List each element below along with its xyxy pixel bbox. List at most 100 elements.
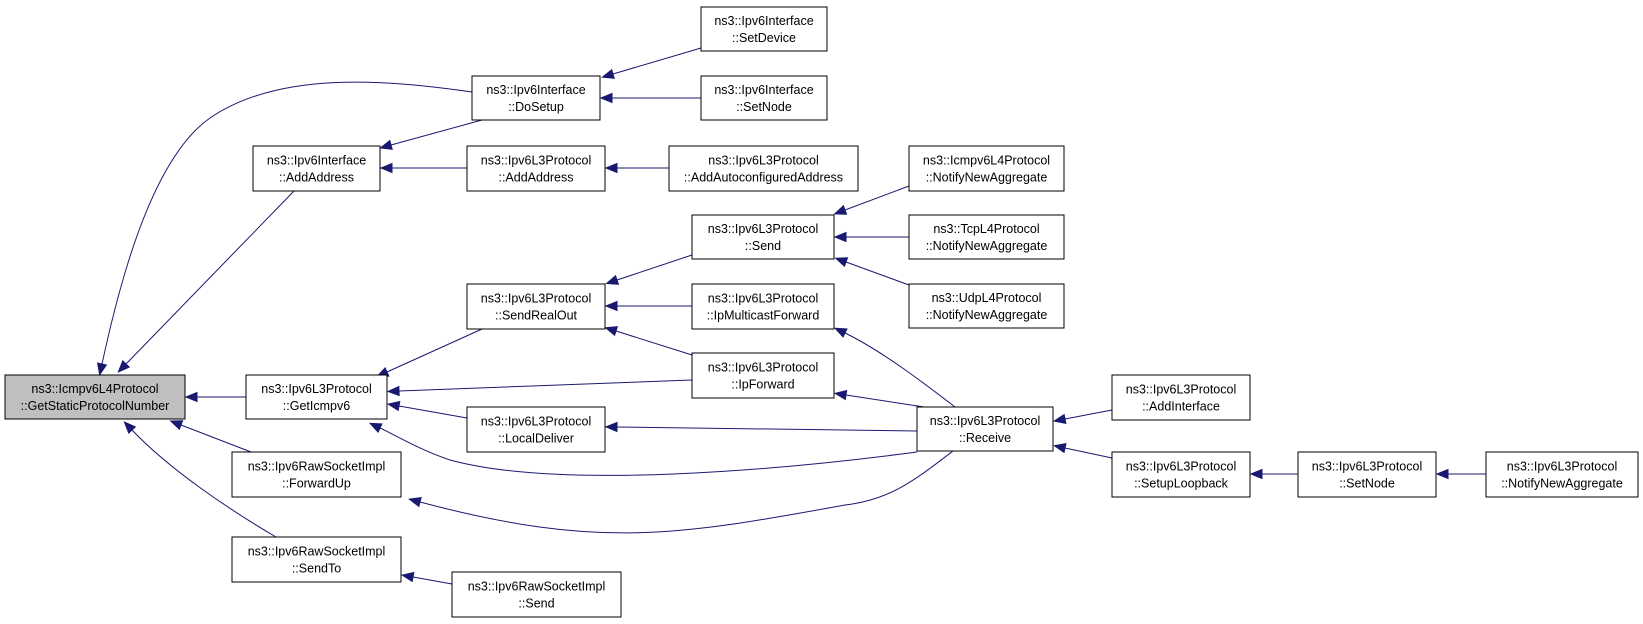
arrowhead-icon — [386, 400, 401, 412]
function-node[interactable]: ns3::Ipv6L3Protocol::Receive — [916, 406, 1054, 452]
arrowhead-icon — [386, 385, 400, 397]
node-box — [1297, 451, 1437, 498]
node-box — [908, 214, 1065, 260]
arrowhead-icon — [604, 162, 618, 174]
call-edge — [604, 421, 918, 433]
edge-line — [844, 185, 910, 211]
call-edge — [604, 300, 692, 312]
function-node[interactable]: ns3::Ipv6RawSocketImpl::ForwardUp — [231, 451, 402, 498]
call-edge — [833, 389, 925, 408]
function-node[interactable]: ns3::Ipv6L3Protocol::IpForward — [691, 352, 835, 399]
node-class-label: ns3::Ipv6RawSocketImpl — [248, 545, 386, 559]
node-class-label: ns3::Ipv6Interface — [486, 83, 585, 97]
function-node[interactable]: ns3::Ipv6RawSocketImpl::Send — [451, 571, 622, 618]
call-edge — [599, 92, 701, 104]
function-node[interactable]: ns3::Icmpv6L4Protocol::NotifyNewAggregat… — [908, 145, 1065, 192]
function-node[interactable]: ns3::Ipv6L3Protocol::IpMulticastForward — [691, 283, 835, 330]
node-method-label: ::AddAutoconfiguredAddress — [684, 171, 843, 185]
edge-line — [412, 576, 453, 585]
function-node[interactable]: ns3::TcpL4Protocol::NotifyNewAggregate — [908, 214, 1065, 260]
node-box — [1111, 451, 1251, 498]
call-edge — [605, 254, 693, 285]
arrowhead-icon — [605, 274, 620, 285]
edge-line — [616, 426, 918, 432]
call-edge — [833, 327, 956, 408]
node-box — [1111, 374, 1251, 421]
function-node[interactable]: ns3::Ipv6L3Protocol::LocalDeliver — [466, 406, 606, 453]
node-method-label: ::SendTo — [292, 562, 341, 576]
edge-line — [845, 261, 910, 286]
call-edge — [96, 81, 473, 377]
node-method-label: ::NotifyNewAggregate — [926, 239, 1048, 253]
edge-line — [845, 394, 925, 408]
node-method-label: ::GetStaticProtocolNumber — [21, 399, 170, 413]
node-method-label: ::IpForward — [731, 378, 794, 392]
function-node[interactable]: ns3::Ipv6L3Protocol::SetNode — [1297, 451, 1437, 498]
node-class-label: ns3::Ipv6L3Protocol — [1126, 460, 1237, 474]
function-node[interactable]: ns3::Ipv6L3Protocol::AddAutoconfiguredAd… — [668, 145, 859, 192]
arrowhead-icon — [408, 497, 422, 508]
node-method-label: ::SetupLoopback — [1134, 477, 1229, 491]
arrowhead-icon — [400, 571, 415, 583]
arrowhead-icon — [604, 421, 618, 433]
arrowhead-icon — [379, 162, 393, 174]
function-node[interactable]: ns3::Ipv6L3Protocol::Send — [691, 214, 835, 260]
call-edge — [184, 391, 246, 403]
edge-line — [180, 424, 252, 453]
node-method-label: ::IpMulticastForward — [707, 309, 820, 323]
function-node[interactable]: ns3::Ipv6L3Protocol::AddAddress — [466, 145, 606, 192]
function-node[interactable]: ns3::Ipv6RawSocketImpl::SendTo — [231, 536, 402, 583]
node-method-label: ::Receive — [959, 431, 1011, 445]
node-method-label: ::Send — [745, 239, 781, 253]
node-box — [691, 283, 835, 330]
edge-line — [1064, 447, 1113, 459]
root-function-node[interactable]: ns3::Icmpv6L4Protocol::GetStaticProtocol… — [4, 374, 186, 420]
function-node[interactable]: ns3::Ipv6Interface::AddAddress — [252, 145, 381, 192]
call-edge — [375, 328, 483, 378]
node-class-label: ns3::TcpL4Protocol — [933, 222, 1039, 236]
function-node[interactable]: ns3::Ipv6L3Protocol::GetIcmpv6 — [245, 374, 388, 420]
arrowhead-icon — [833, 389, 848, 401]
call-edge — [1052, 442, 1113, 459]
node-box — [471, 75, 601, 121]
function-node[interactable]: ns3::Ipv6Interface::SetDevice — [700, 6, 828, 52]
node-class-label: ns3::Ipv6L3Protocol — [930, 414, 1041, 428]
node-class-label: ns3::Ipv6L3Protocol — [1507, 460, 1618, 474]
arrowhead-icon — [368, 422, 383, 433]
arrowhead-icon — [599, 92, 613, 104]
function-node[interactable]: ns3::UdpL4Protocol::NotifyNewAggregate — [908, 283, 1065, 329]
node-box — [466, 145, 606, 192]
edge-line — [398, 379, 693, 392]
node-method-label: ::SetNode — [1339, 477, 1395, 491]
arrowhead-icon — [169, 420, 184, 431]
node-box — [700, 75, 828, 121]
nodes-layer: ns3::Icmpv6L4Protocol::GetStaticProtocol… — [4, 6, 1639, 618]
edge-line — [844, 332, 956, 408]
node-class-label: ns3::Ipv6RawSocketImpl — [468, 580, 606, 594]
edge-line — [1064, 409, 1113, 420]
function-node[interactable]: ns3::Ipv6L3Protocol::NotifyNewAggregate — [1485, 451, 1639, 498]
edge-line — [131, 429, 277, 538]
edge-line — [125, 190, 295, 365]
arrowhead-icon — [123, 421, 137, 434]
node-class-label: ns3::Ipv6L3Protocol — [708, 154, 819, 168]
arrowhead-icon — [604, 300, 618, 312]
node-method-label: ::SetNode — [736, 100, 792, 114]
call-edge — [604, 326, 693, 356]
arrowhead-icon — [1435, 468, 1449, 480]
function-node[interactable]: ns3::Ipv6Interface::SetNode — [700, 75, 828, 121]
function-node[interactable]: ns3::Ipv6L3Protocol::SendRealOut — [466, 283, 606, 330]
call-edge — [1249, 468, 1298, 480]
function-node[interactable]: ns3::Ipv6L3Protocol::SetupLoopback — [1111, 451, 1251, 498]
call-edge — [408, 450, 954, 534]
function-node[interactable]: ns3::Ipv6Interface::DoSetup — [471, 75, 601, 121]
call-edge — [604, 162, 669, 174]
arrowhead-icon — [1052, 442, 1067, 454]
node-box — [700, 6, 828, 52]
arrowhead-icon — [117, 359, 131, 373]
function-node[interactable]: ns3::Ipv6L3Protocol::AddInterface — [1111, 374, 1251, 421]
arrowhead-icon — [833, 327, 848, 338]
node-box — [916, 406, 1054, 452]
node-method-label: ::GetIcmpv6 — [283, 399, 350, 413]
